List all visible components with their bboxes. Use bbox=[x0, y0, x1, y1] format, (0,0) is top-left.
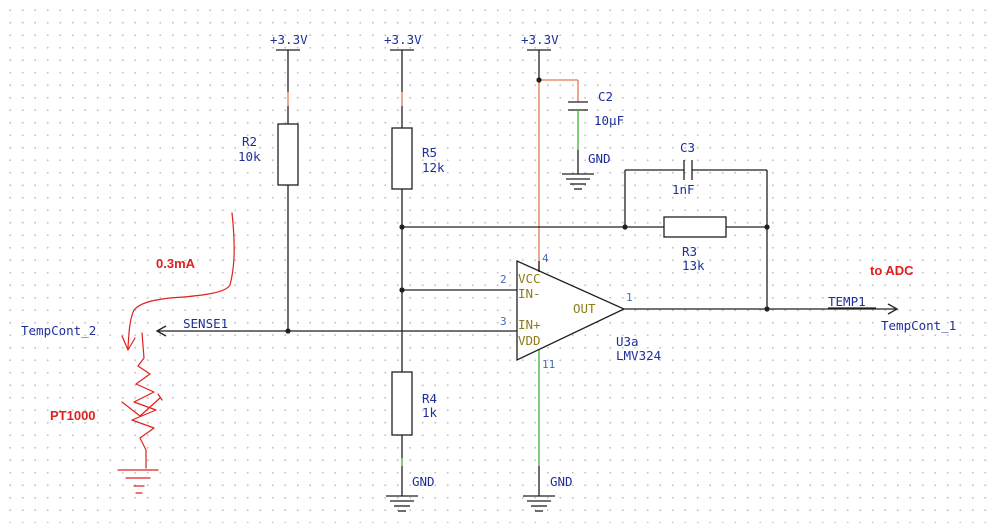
c2-ref: C2 bbox=[598, 89, 613, 104]
c3-ref: C3 bbox=[680, 140, 695, 155]
r2-value: 10k bbox=[238, 149, 261, 164]
pin-num-4: 4 bbox=[542, 252, 549, 265]
c2-value: 10µF bbox=[594, 113, 624, 128]
c3-value: 1nF bbox=[672, 182, 695, 197]
vcc-net-opamp bbox=[536, 77, 579, 272]
pin-num-3: 3 bbox=[500, 315, 507, 328]
r4-value: 1k bbox=[422, 405, 438, 420]
opamp-u3a: 4 2 3 11 1 VCC IN- IN+ VDD OUT U3a LMV32… bbox=[500, 252, 661, 512]
r3-ref: R3 bbox=[682, 244, 697, 259]
junction-dot bbox=[536, 77, 542, 83]
junction-dot bbox=[764, 306, 770, 312]
pin-name-vcc: VCC bbox=[518, 271, 541, 286]
sensor-annotation: PT1000 bbox=[50, 408, 96, 423]
resistor-r5: R5 12k bbox=[391, 127, 445, 372]
sense-net: SENSE1 TempCont_2 bbox=[21, 316, 517, 338]
u3a-ref: U3a bbox=[616, 334, 639, 349]
port-label-left: TempCont_2 bbox=[21, 323, 96, 338]
resistor-r2: R2 10k bbox=[238, 123, 299, 331]
pin-name-in-plus: IN+ bbox=[518, 317, 541, 332]
r2-ref: R2 bbox=[242, 134, 257, 149]
pin-name-out: OUT bbox=[573, 301, 596, 316]
ground-label-r4: GND bbox=[412, 474, 435, 489]
supply-label-opamp: +3.3V bbox=[521, 32, 559, 47]
supply-r2: +3.3V bbox=[270, 32, 308, 124]
junction-dot bbox=[285, 328, 291, 334]
junction-dot bbox=[764, 224, 770, 230]
r5-value: 12k bbox=[422, 160, 445, 175]
temp-net-label: TEMP1 bbox=[828, 294, 866, 309]
resistor-r3: R3 13k bbox=[663, 216, 727, 273]
pin-num-1: 1 bbox=[626, 291, 633, 304]
pin-name-in-minus: IN- bbox=[518, 286, 541, 301]
sense-net-label: SENSE1 bbox=[183, 316, 228, 331]
supply-r5: +3.3V bbox=[384, 32, 422, 128]
u3a-value: LMV324 bbox=[616, 348, 661, 363]
resistor-r4: R4 1k GND bbox=[386, 371, 438, 512]
pt1000-zigzag bbox=[131, 332, 157, 469]
junction-dot bbox=[622, 224, 628, 230]
ground-label-c2: GND bbox=[588, 151, 611, 166]
current-arrow-line bbox=[127, 212, 235, 349]
pt1000-arrow-tip bbox=[157, 393, 163, 401]
output-net: TEMP1 TempCont_1 bbox=[624, 294, 956, 333]
pt1000-variable-stroke bbox=[121, 397, 161, 417]
junction-dot bbox=[399, 287, 405, 293]
current-annotation: 0.3mA bbox=[156, 256, 196, 271]
supply-opamp: +3.3V bbox=[521, 32, 559, 80]
capacitor-c3: C3 1nF bbox=[672, 140, 695, 197]
feedback-network bbox=[399, 169, 770, 309]
handdrawn-annotations: 0.3mA PT1000 to ADC bbox=[50, 212, 914, 494]
ground-label-op: GND bbox=[550, 474, 573, 489]
pin-num-2: 2 bbox=[500, 273, 507, 286]
r5-ref: R5 bbox=[422, 145, 437, 160]
r3-value: 13k bbox=[682, 258, 705, 273]
supply-label-r5: +3.3V bbox=[384, 32, 422, 47]
pin-num-11: 11 bbox=[542, 358, 555, 371]
junction-dot bbox=[399, 224, 405, 230]
pin-name-vdd: VDD bbox=[518, 333, 541, 348]
supply-label-r2: +3.3V bbox=[270, 32, 308, 47]
capacitor-c2: C2 10µF GND bbox=[562, 89, 624, 190]
r4-ref: R4 bbox=[422, 391, 437, 406]
current-arrow-head bbox=[121, 335, 136, 351]
adc-annotation: to ADC bbox=[870, 263, 914, 278]
port-label-right: TempCont_1 bbox=[881, 318, 956, 333]
